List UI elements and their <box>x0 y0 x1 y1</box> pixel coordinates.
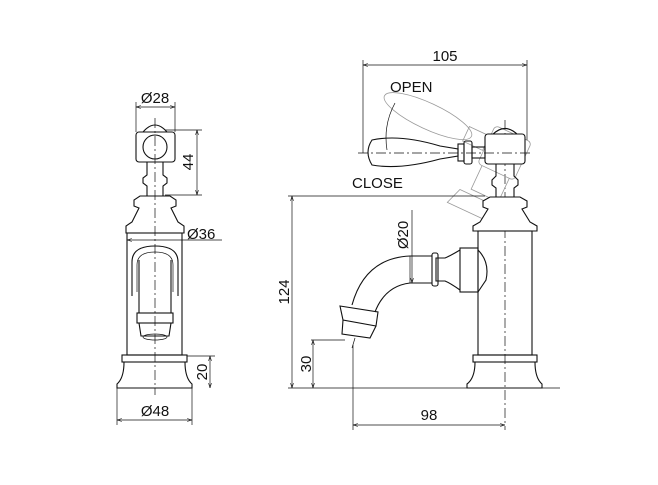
close-label: CLOSE <box>352 175 403 192</box>
dim-total-height: 124 <box>276 195 560 389</box>
dim-label: 98 <box>421 407 438 424</box>
side-base <box>466 354 543 389</box>
front-view: Ø28 44 Ø36 20 Ø48 <box>116 90 222 425</box>
dim-knob-diameter: Ø28 <box>135 90 176 132</box>
dim-knob-height: 44 <box>165 129 202 196</box>
open-label: OPEN <box>390 79 433 96</box>
front-collar <box>125 195 185 234</box>
lever-closed-position <box>358 137 530 168</box>
dim-spout-height: 30 <box>298 339 345 388</box>
dim-label: Ø48 <box>141 403 169 420</box>
side-view: OPEN CLOSE 105 124 Ø20 30 98 <box>276 48 560 430</box>
side-knob <box>484 127 526 197</box>
dim-label: 124 <box>276 279 293 304</box>
dim-spout-reach: 98 <box>352 345 505 430</box>
dim-spout-diameter: Ø20 <box>395 210 412 283</box>
side-collar <box>472 196 538 232</box>
dim-body-diameter: Ø36 <box>127 226 222 243</box>
dim-label: 105 <box>432 48 457 65</box>
dim-base-diameter: Ø48 <box>116 388 193 425</box>
dim-total-reach: 105 <box>362 48 528 153</box>
dim-base-height: 20 <box>187 355 215 388</box>
dim-label: Ø20 <box>395 221 412 249</box>
side-spout <box>339 247 488 349</box>
dim-label: Ø36 <box>187 226 215 243</box>
dim-label: 20 <box>194 364 211 381</box>
dim-label: Ø28 <box>141 90 169 107</box>
dim-label: 44 <box>180 154 197 171</box>
front-knob <box>135 124 176 196</box>
dim-label: 30 <box>298 356 315 373</box>
front-spout <box>131 245 179 341</box>
front-base <box>116 354 193 389</box>
rotation-arc <box>385 102 396 151</box>
